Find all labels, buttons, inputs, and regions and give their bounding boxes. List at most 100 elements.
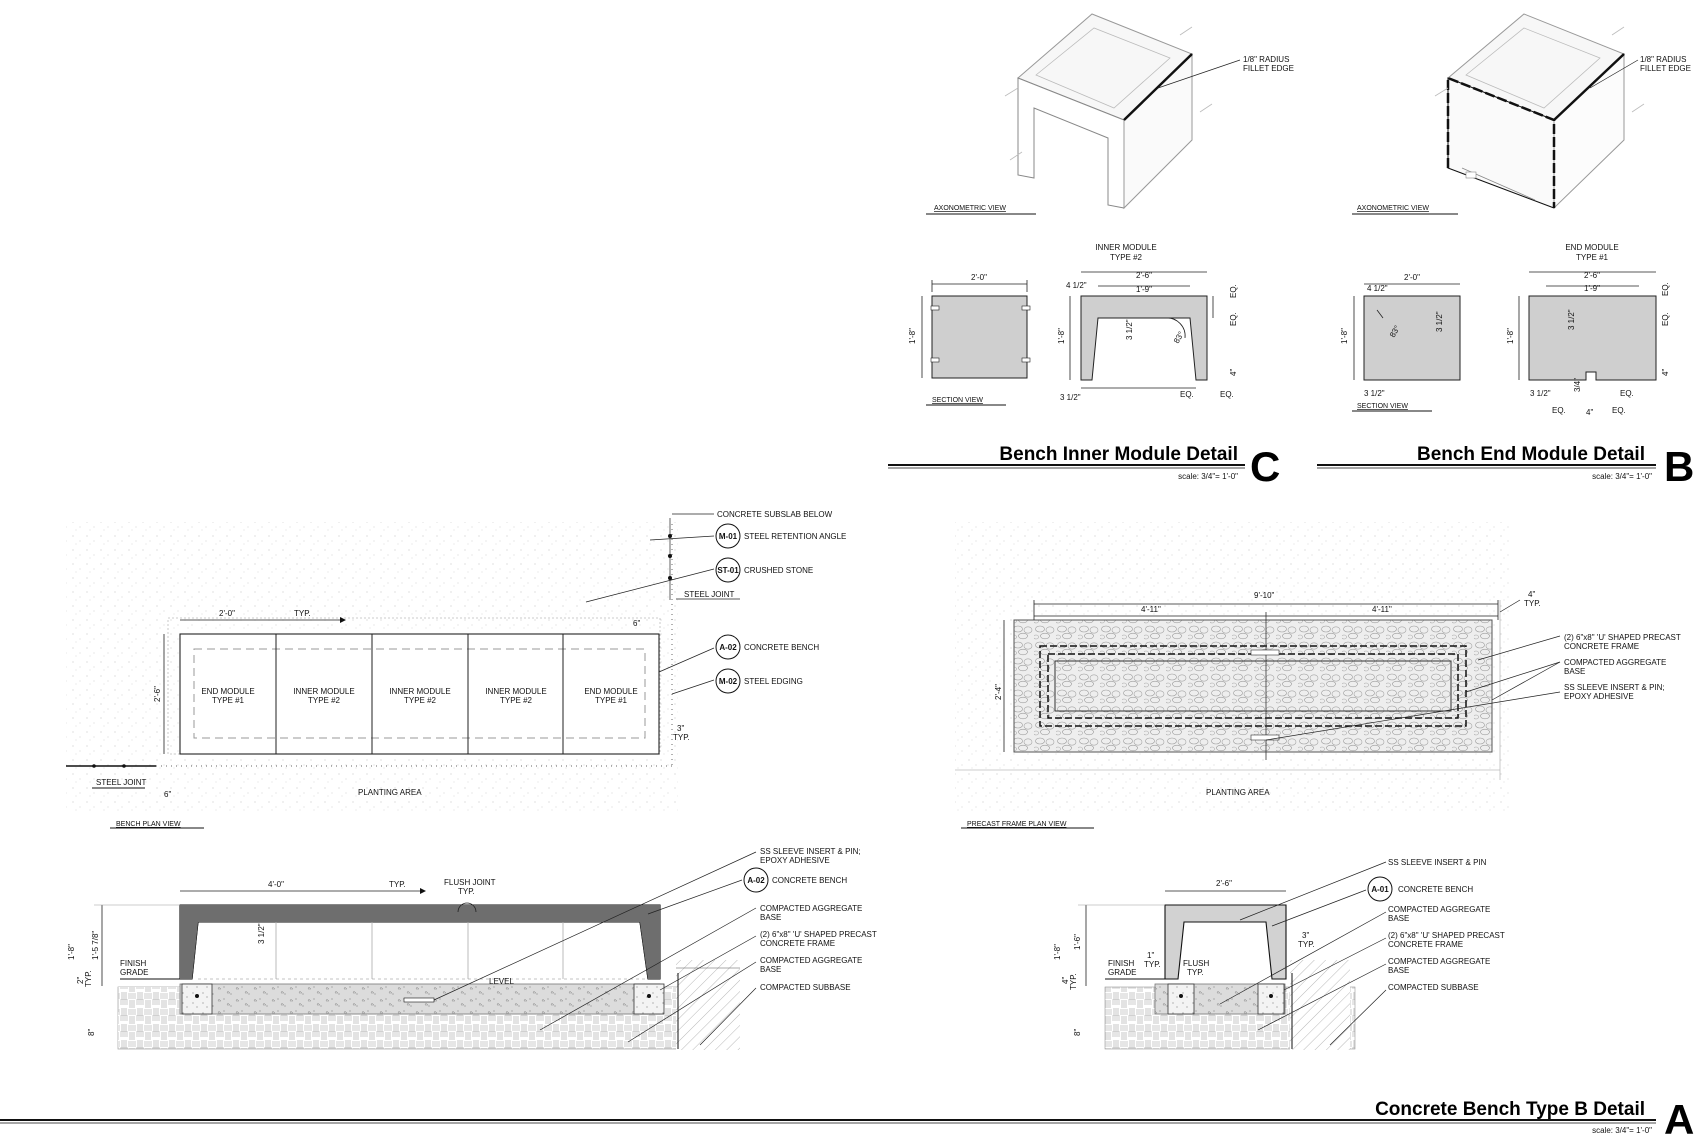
callout-frame-1: (2) 6"x8" 'U' SHAPED PRECAST: [1388, 931, 1505, 940]
callout-agg2-2: BASE: [760, 965, 781, 974]
four-typ: TYP.: [1524, 599, 1541, 608]
detail-a-scale: scale: 3/4"= 1'-0": [1592, 1126, 1652, 1134]
two-dim: 2": [76, 977, 85, 984]
callout-a02: CONCRETE BENCH: [772, 876, 847, 885]
callout-sleeve: SS SLEEVE INSERT & PIN: [1388, 858, 1487, 867]
dim-width: 4'-0": [268, 880, 284, 889]
dim-eq-2: EQ.: [1661, 312, 1670, 326]
three-typ: TYP.: [673, 733, 690, 742]
dim-right: 4'-11": [1372, 605, 1392, 614]
tag-st01-text: ST-01: [717, 566, 739, 575]
dim-typ: TYP.: [294, 609, 311, 618]
callout-agg-2: BASE: [1388, 914, 1409, 923]
callout-m01: STEEL RETENTION ANGLE: [744, 532, 846, 541]
callout-agg2-2: BASE: [1388, 966, 1409, 975]
tag-m01: M-01: [715, 523, 741, 549]
dim-leg: 4 1/2": [1367, 284, 1388, 293]
module-5-line-2: TYPE #1: [595, 696, 628, 705]
callout-sleeve-1: SS SLEEVE INSERT & PIN;: [1564, 683, 1665, 692]
tag-a02: A-02: [715, 634, 741, 660]
callout-st01: CRUSHED STONE: [744, 566, 813, 575]
three-dim: 3": [677, 724, 684, 733]
module-3-line-2: TYPE #2: [404, 696, 437, 705]
two-typ: TYP.: [84, 970, 93, 987]
dim-eq-1: EQ.: [1661, 282, 1670, 296]
dim-w-inner: 1'-9": [1136, 285, 1152, 294]
module-3-line-1: INNER MODULE: [389, 687, 450, 696]
six-top: 6": [633, 619, 640, 628]
detail-b-letter: B: [1664, 443, 1694, 490]
bench-elevation-left: LEVEL 4'-0" TYP. FLUSH JOINT TYP. 1'-8" …: [67, 847, 877, 1050]
dim-left: 4'-11": [1141, 605, 1161, 614]
dim-w-inner: 1'-9": [1584, 284, 1600, 293]
module-name-1: INNER MODULE: [1095, 243, 1156, 252]
dim-top-r: 3 1/2": [1567, 309, 1576, 330]
tag-a01-elev: A-01: [1367, 876, 1393, 902]
dim-eq-3: EQ.: [1620, 389, 1634, 398]
planting-area: PLANTING AREA: [1206, 788, 1270, 797]
four-dim: 4": [1528, 590, 1535, 599]
callout-m02: STEEL EDGING: [744, 677, 803, 686]
dim-w-outer: 2'-6": [1136, 271, 1152, 280]
callout-agg-1: COMPACTED AGGREGATE: [1388, 905, 1490, 914]
callout-sleeve-1: SS SLEEVE INSERT & PIN;: [760, 847, 861, 856]
callout-sleeve-2: EPOXY ADHESIVE: [760, 856, 830, 865]
bench-plan-view: END MODULE TYPE #1 INNER MODULE TYPE #2 …: [66, 510, 846, 829]
finish-grade-1: FINISH: [120, 959, 146, 968]
flush-1: FLUSH: [1183, 959, 1209, 968]
end-module-axonometric: 1/8" RADIUS FILLET EDGE AXONOMETRIC VIEW: [1352, 13, 1691, 215]
dim-four: 4": [1229, 369, 1238, 376]
tag-st01: ST-01: [715, 557, 741, 583]
callout-agg-2: BASE: [760, 913, 781, 922]
four-typ: TYP.: [1069, 973, 1078, 990]
inner-module-axonometric: 1/8" RADIUS FILLET EDGE AXONOMETRIC VIEW: [926, 13, 1294, 215]
dim-eq-3: EQ.: [1180, 390, 1194, 399]
axo-view-label: AXONOMETRIC VIEW: [934, 205, 1006, 212]
section-view-label: SECTION VIEW: [932, 397, 983, 404]
dim-w-left: 2'-0": [971, 273, 987, 282]
eight-dim: 8": [87, 1029, 96, 1036]
tag-a02-elev: A-02: [743, 867, 769, 893]
fillet-label-1: 1/8" RADIUS: [1640, 55, 1686, 64]
dim-eq-1: EQ.: [1229, 284, 1238, 298]
callout-frame-2: CONCRETE FRAME: [1388, 940, 1463, 949]
callout-agg-1: COMPACTED AGGREGATE: [760, 904, 862, 913]
dim-h-total: 1'-8": [1053, 944, 1062, 960]
callout-frame-2: CONCRETE FRAME: [1564, 642, 1639, 651]
flush-joint-2: TYP.: [458, 887, 475, 896]
detail-a-letter: A: [1664, 1096, 1694, 1134]
dim-leg: 4 1/2": [1066, 281, 1087, 290]
dim-h-total: 1'-8": [67, 944, 76, 960]
inner-module-section-left: 2'-0" 1'-8" SECTION VIEW: [908, 273, 1031, 406]
six-bottom: 6": [164, 790, 171, 799]
steel-joint-left: STEEL JOINT: [96, 778, 146, 787]
callout-frame-1: (2) 6"x8" 'U' SHAPED PRECAST: [760, 930, 877, 939]
tag-a02-elev-text: A-02: [747, 876, 765, 885]
dim-w-left: 2'-0": [1404, 273, 1420, 282]
bench-plan-modules: END MODULE TYPE #1 INNER MODULE TYPE #2 …: [179, 633, 660, 755]
module-name-2: TYPE #1: [1576, 253, 1609, 262]
dim-eq-4: EQ.: [1220, 390, 1234, 399]
detail-b-title: Bench End Module Detail: [1417, 444, 1645, 465]
end-module-section-right: END MODULE TYPE #1 2'-6" 1'-9" 1'-8" 3 1…: [1506, 243, 1670, 417]
one-dim: 1": [1147, 951, 1154, 960]
dim-top: 3 1/2": [1125, 319, 1134, 340]
finish-grade-1: FINISH: [1108, 959, 1134, 968]
dim-total: 9'-10": [1254, 591, 1275, 600]
module-4-line-1: INNER MODULE: [485, 687, 546, 696]
dim-width: 2'-6": [1216, 879, 1232, 888]
four-dim: 4": [1061, 977, 1070, 984]
tag-m02: M-02: [715, 668, 741, 694]
dim-h-left: 1'-8": [908, 328, 917, 344]
dim-bottom-r: 3 1/2": [1530, 389, 1551, 398]
tag-a01-elev-text: A-01: [1371, 885, 1389, 894]
planting-area: PLANTING AREA: [358, 788, 422, 797]
module-1-line-2: TYPE #1: [212, 696, 245, 705]
dim-eq-5: EQ.: [1612, 406, 1626, 415]
dim-module: 2'-0": [219, 609, 235, 618]
dim-four: 4": [1661, 369, 1670, 376]
axo-view-label: AXONOMETRIC VIEW: [1357, 205, 1429, 212]
flush-joint-1: FLUSH JOINT: [444, 878, 496, 887]
plan-callouts: CONCRETE SUBSLAB BELOW STEEL JOINT M-01 …: [585, 510, 846, 695]
